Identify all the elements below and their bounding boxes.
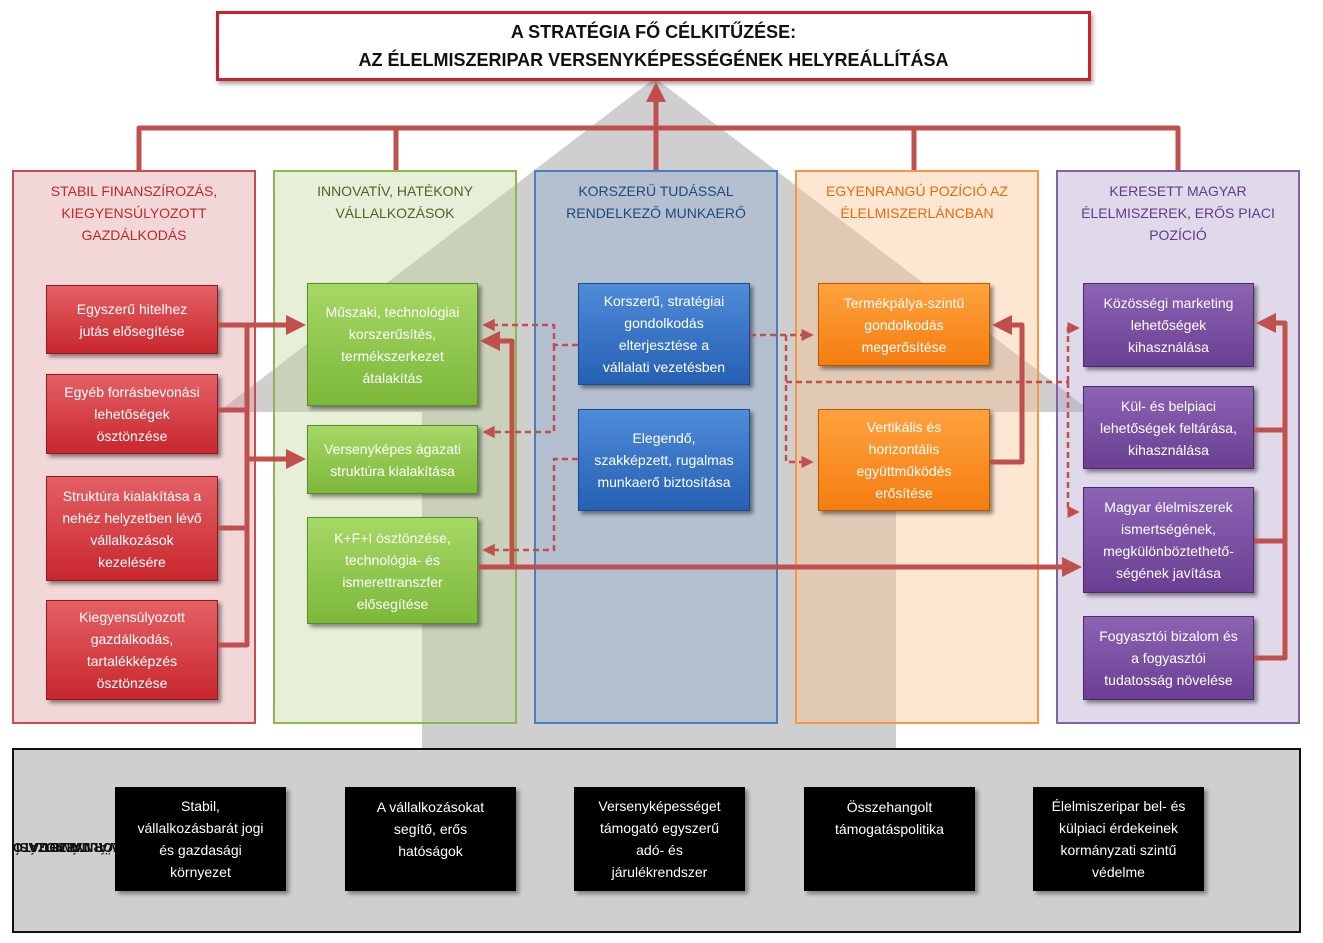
dash-purple-up xyxy=(1066,321,1080,382)
arrow-to-community-marketing xyxy=(1256,313,1288,430)
main-goal-line1: A STRATÉGIA FŐ CÉLKITŰZÉSE: xyxy=(510,22,797,42)
dash-blue-to-green-top xyxy=(482,318,578,347)
green-internal-link xyxy=(480,331,515,567)
dash-orange-branch xyxy=(784,335,814,469)
dash-purple-down xyxy=(1066,382,1080,519)
support-environment-label: TÁMOGATÓ VÁLLALKOZÁSI KÖRNYEZET xyxy=(12,840,123,855)
red-collector xyxy=(218,322,250,648)
dash-blue-to-green-mid xyxy=(482,345,556,439)
main-goal-title: A STRATÉGIA FŐ CÉLKITŰZÉSE: AZ ÉLELMISZE… xyxy=(216,11,1091,81)
dash-blue2-to-green xyxy=(482,457,578,557)
orange-collector xyxy=(990,315,1025,465)
purple-collector xyxy=(1254,427,1288,661)
main-goal-line2: AZ ÉLELMISZERIPAR VERSENYKÉPESSÉGÉNEK HE… xyxy=(358,50,949,70)
